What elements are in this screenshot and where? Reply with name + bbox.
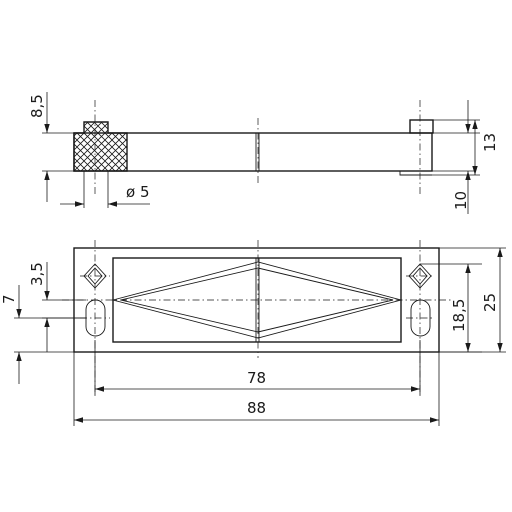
dim-7: 7	[0, 294, 18, 304]
dim-88: 88	[247, 399, 266, 417]
dim-78: 78	[247, 369, 266, 387]
dim-3-5: 3,5	[28, 262, 46, 286]
top-view: 3,5 7 18,5 25 78 88	[0, 240, 506, 426]
right-step	[399, 171, 432, 176]
dim-13: 13	[481, 133, 499, 152]
left-pin-section	[73, 121, 128, 172]
dim-25: 25	[481, 293, 499, 312]
right-pin	[409, 119, 434, 134]
dim-dia-5: ø 5	[126, 183, 150, 201]
diamond-membrane-inner	[120, 267, 394, 333]
dim-10: 10	[452, 191, 470, 210]
dim-18-5: 18,5	[450, 299, 468, 332]
side-view: 8,5 ø 5 13 10	[28, 92, 499, 214]
dim-8-5: 8,5	[28, 94, 46, 118]
